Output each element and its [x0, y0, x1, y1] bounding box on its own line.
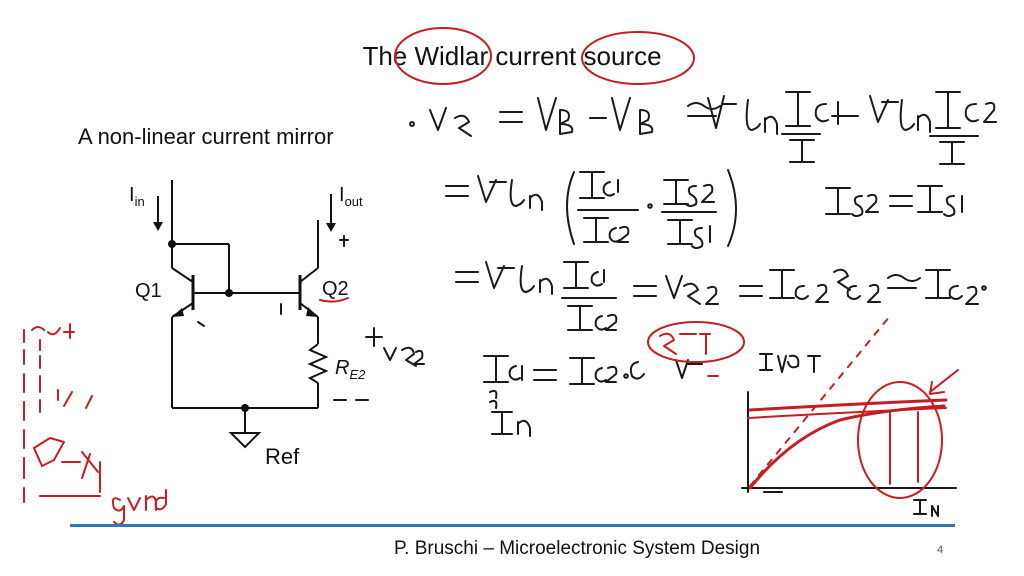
- handwritten-equations-ink: [197, 91, 997, 517]
- ground-symbol: [228, 432, 262, 449]
- iout-arrow-head: [326, 223, 336, 232]
- re2-label: RE2: [335, 357, 366, 382]
- node-dot-collector: [168, 240, 176, 248]
- q2-label: Q2: [322, 278, 349, 300]
- q1-collector-diag: [171, 267, 194, 283]
- footer-divider: [70, 524, 955, 527]
- q2-collector-diag: [299, 267, 319, 283]
- iout-label: Iout: [339, 184, 363, 209]
- slide-subtitle: A non-linear current mirror: [78, 124, 334, 149]
- node-dot-ground: [241, 404, 249, 412]
- re2-resistor-zigzag: [307, 343, 329, 384]
- iin-arrow-head: [153, 222, 163, 231]
- q1-label: Q1: [135, 280, 162, 302]
- handwritten-red-ink: [23, 27, 959, 526]
- q2-emitter-arrow: [306, 307, 318, 317]
- iin-label: Iin: [129, 184, 145, 209]
- page-number: 4: [937, 544, 944, 556]
- q1-emitter-arrow: [172, 308, 184, 317]
- node-dot-base: [225, 289, 233, 297]
- footer-credit: P. Bruschi – Microelectronic System Desi…: [393, 538, 761, 559]
- ref-label: Ref: [265, 444, 300, 469]
- slide-title: The Widlar current source: [362, 41, 662, 71]
